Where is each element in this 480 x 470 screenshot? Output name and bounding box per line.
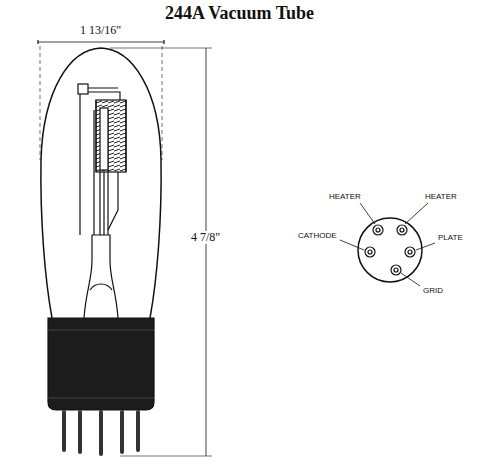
pin-label: PLATE [437, 234, 464, 243]
dimension-label: 4 7/8" [189, 231, 222, 244]
pin-label: GRID [422, 287, 444, 296]
pin-label: CATHODE [297, 232, 338, 241]
pin-label: HEATER [424, 193, 458, 202]
diagram-title: 244A Vacuum Tube [165, 4, 314, 24]
dimension-label: 1 13/16" [78, 24, 123, 37]
pin-label: HEATER [328, 193, 362, 202]
